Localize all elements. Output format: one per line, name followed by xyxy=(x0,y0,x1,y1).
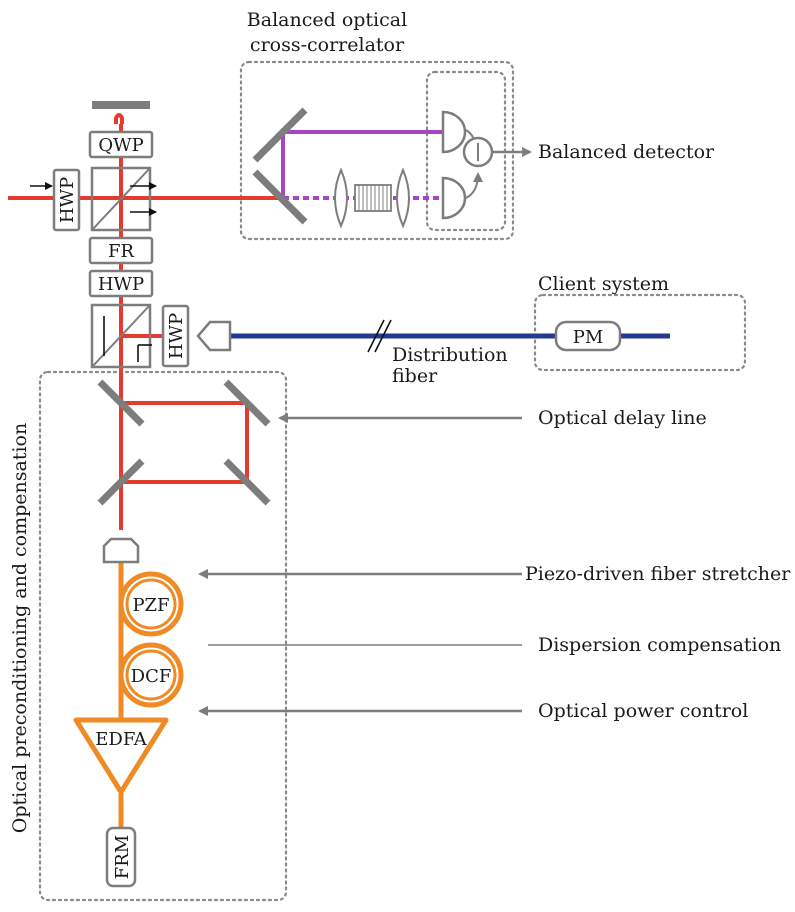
bocc-title-line1: Balanced optical xyxy=(247,9,407,31)
ppktp-crystal xyxy=(354,184,392,212)
balanced-detector-label: Balanced detector xyxy=(538,141,715,163)
hwp-left-label: HWP xyxy=(57,177,78,223)
distribution-fiber-label-line2: fiber xyxy=(392,365,438,387)
preconditioning-enclosure xyxy=(38,370,288,902)
pm-element: PM xyxy=(554,320,622,352)
dcf-label: DCF xyxy=(131,666,172,687)
polarizing-beam-splitter-top xyxy=(90,166,157,232)
bocc-lenses xyxy=(334,167,410,229)
dispersion-compensation-label: Dispersion compensation xyxy=(538,634,781,656)
fiber-break-mark xyxy=(367,319,392,353)
subtractor-circle xyxy=(462,136,494,168)
red-beam-paths xyxy=(8,113,285,530)
delay-line-mirrors xyxy=(97,379,271,506)
top-mirror xyxy=(92,101,150,109)
edfa-label: EDFA xyxy=(95,729,147,750)
edfa-amplifier: EDFA xyxy=(73,717,169,795)
client-system-enclosure xyxy=(533,293,747,372)
bocc-enclosure xyxy=(239,60,515,241)
fr-label: FR xyxy=(108,241,134,262)
client-system-label: Client system xyxy=(538,273,669,295)
hwp-small-label: HWP xyxy=(166,313,187,359)
fiber-collimator-top xyxy=(196,320,232,352)
pzf-label: PZF xyxy=(132,595,169,616)
pm-label: PM xyxy=(573,327,604,348)
fiber-stretcher-label: Piezo-driven fiber stretcher xyxy=(525,563,791,585)
photodiodes xyxy=(441,110,467,220)
fr-box: FR xyxy=(88,236,154,265)
frm-label: FRM xyxy=(112,835,133,879)
preconditioning-label: Optical preconditioning and compensation xyxy=(9,423,31,833)
qwp-plate: QWP xyxy=(88,130,154,159)
polarizing-beam-splitter-bottom xyxy=(90,303,152,369)
dcf-coil: DCF xyxy=(118,642,184,708)
frm-element: FRM xyxy=(105,826,137,888)
distribution-fiber-label-line1: Distribution xyxy=(392,344,508,366)
pzf-coil: PZF xyxy=(118,571,184,637)
qwp-label: QWP xyxy=(98,135,143,156)
hwp-middle-plate: HWP xyxy=(88,269,154,298)
hwp-middle-label: HWP xyxy=(98,274,144,295)
hwp-small-plate: HWP xyxy=(161,304,190,368)
bocc-title-line2: cross-correlator xyxy=(250,34,405,56)
bocc-mirrors xyxy=(252,107,308,225)
optical-power-control-label: Optical power control xyxy=(538,700,748,722)
optical-delay-line-label: Optical delay line xyxy=(538,407,707,429)
fiber-collimator-bottom xyxy=(102,537,140,564)
hwp-left-plate: HWP xyxy=(52,168,81,232)
